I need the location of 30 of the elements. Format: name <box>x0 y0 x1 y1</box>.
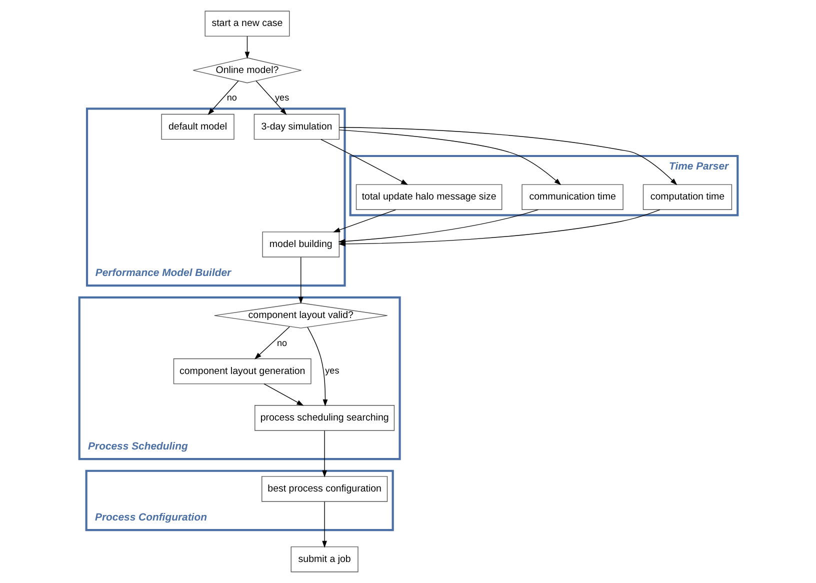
edge-label: yes <box>324 366 339 376</box>
arrow <box>263 384 304 406</box>
node-box: computation time <box>642 184 732 210</box>
arrow <box>255 80 286 115</box>
arrow <box>207 80 238 115</box>
arrow <box>254 326 290 360</box>
arrow <box>306 326 328 406</box>
node-box: communication time <box>521 184 623 210</box>
node-box: model building <box>262 232 340 258</box>
node-box: best process configuration <box>261 476 388 502</box>
edge-label: no <box>226 92 236 103</box>
arrow <box>338 130 561 186</box>
arrow <box>338 127 677 186</box>
arrow <box>322 430 326 478</box>
node-box: start a new case <box>204 10 290 37</box>
arrow <box>244 36 250 59</box>
node-diamond: component layout valid? <box>214 302 388 328</box>
node-box: default model <box>160 114 234 140</box>
arrow <box>298 256 303 304</box>
arrow <box>322 501 326 548</box>
node-box: 3-day simulation <box>253 114 340 140</box>
edge-label: yes <box>274 92 289 103</box>
node-box: total update halo message size <box>355 184 502 210</box>
edge-label: no <box>276 338 287 348</box>
node-box: process scheduling searching <box>254 405 394 431</box>
arrow <box>320 139 408 185</box>
node-box: submit a job <box>290 546 358 572</box>
arrow <box>332 209 396 232</box>
node-box: component layout generation <box>172 358 311 384</box>
node-diamond: Online model? <box>192 57 302 84</box>
